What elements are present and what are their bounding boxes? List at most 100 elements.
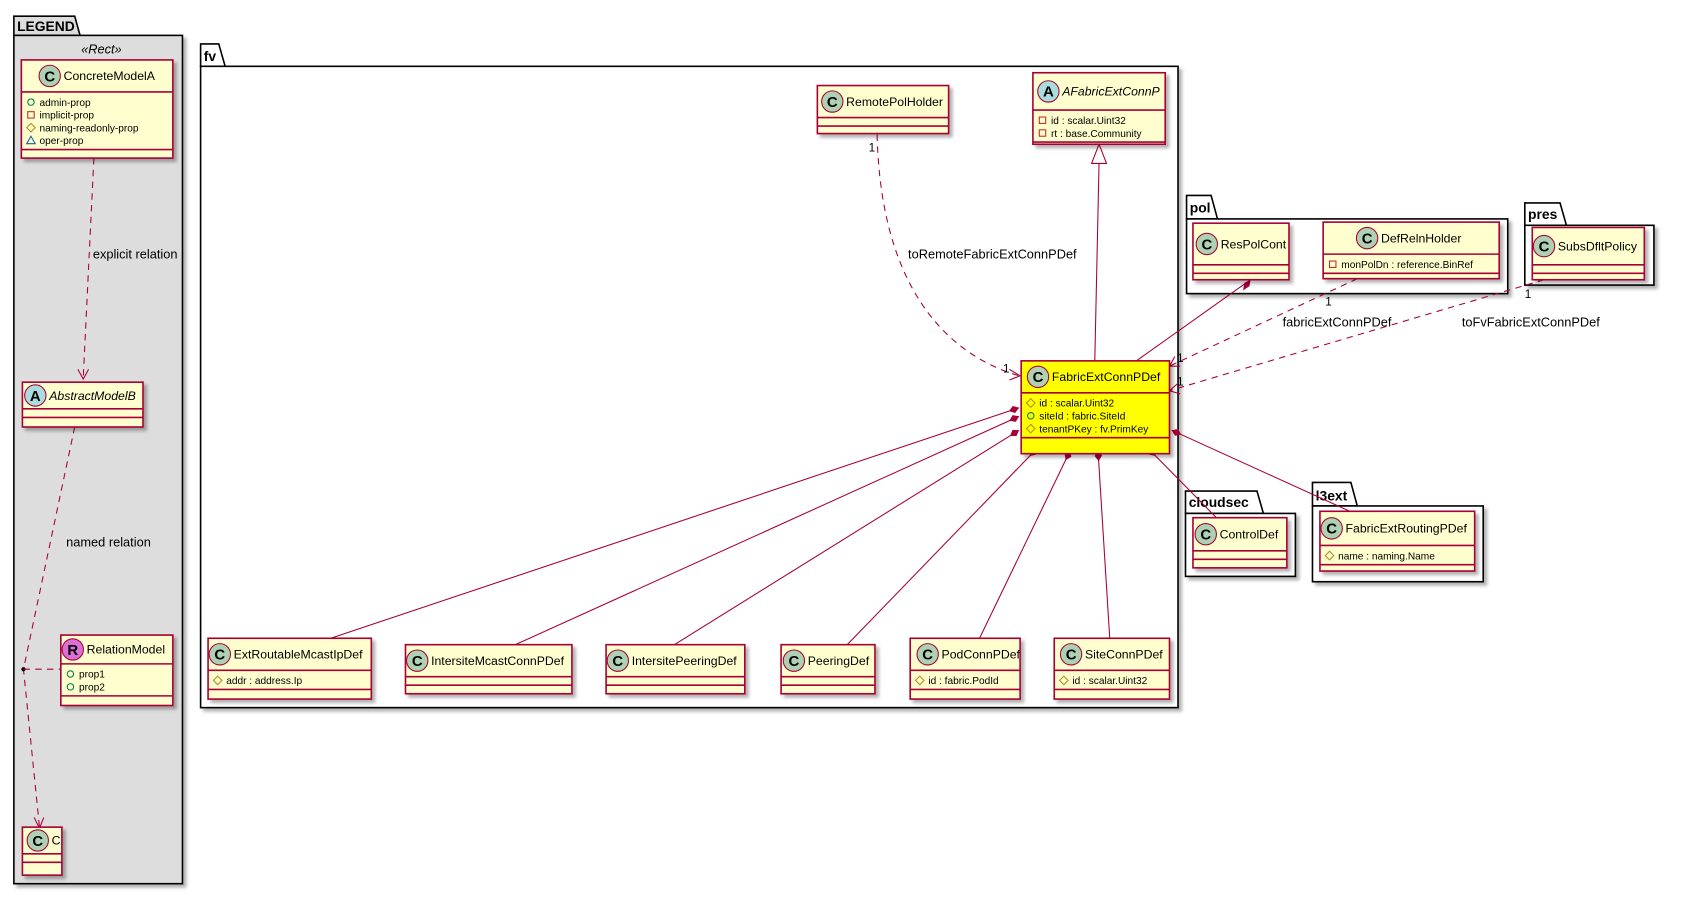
public-visibility-icon (27, 98, 35, 106)
protected-visibility-icon (212, 675, 223, 686)
composition-diamond (1009, 415, 1020, 422)
multiplicity: 1 (1325, 295, 1332, 308)
composition-line (674, 429, 1020, 646)
relation-label: named relation (66, 535, 151, 550)
class-attribute: name : naming.Name (1338, 551, 1435, 562)
class-attribute: tenantPKey : fv.PrimKey (1039, 424, 1149, 435)
class-badge-icon: C (1320, 517, 1343, 540)
class-attribute: naming-readonly-prop (39, 123, 138, 134)
class-attribute: admin-prop (39, 98, 91, 109)
class-attribute: implicit-prop (39, 111, 94, 122)
package-title: cloudsec (1189, 494, 1249, 510)
package-title: pol (1190, 200, 1211, 216)
multiplicity: 1 (1525, 288, 1532, 301)
remote-relation-line (876, 134, 1020, 377)
class-name: PodConnPDef (942, 648, 1021, 662)
class-name: FabricExtRoutingPDef (1346, 522, 1468, 536)
class-badge-icon: C (606, 649, 630, 672)
subs-relation-line (1169, 279, 1545, 392)
class-name: SubsDfltPolicy (1558, 239, 1638, 253)
svg-text:C: C (214, 647, 225, 664)
package-title: pres (1528, 206, 1558, 222)
composition-line (515, 415, 1020, 646)
svg-text:C: C (1326, 521, 1337, 538)
class-name: IntersiteMcastConnPDef (431, 654, 565, 668)
package-title: LEGEND (17, 18, 75, 34)
class-badge-icon: C (1355, 226, 1379, 250)
composition-line (1147, 447, 1217, 519)
class-intersitemcastconnpdef[interactable]: C IntersiteMcastConnPDef (404, 643, 573, 695)
protected-visibility-icon (1025, 423, 1036, 434)
class-attribute: siteId : fabric.SiteId (1039, 412, 1125, 423)
composition-line (1136, 279, 1251, 362)
svg-text:A: A (1043, 84, 1054, 101)
protected-visibility-icon (25, 122, 36, 133)
class-attribute: id : scalar.Uint32 (1072, 676, 1147, 687)
composition-line (330, 407, 1020, 639)
svg-text:A: A (30, 388, 41, 405)
composition-diamond (1171, 429, 1182, 436)
class-attribute: addr : address.Ip (226, 676, 302, 687)
relation-label: toFvFabricExtConnPDef (1462, 315, 1600, 330)
class-attribute: id : fabric.PodId (928, 676, 998, 687)
class-badge-icon: C (1195, 232, 1219, 256)
class-fabricextroutingpdef[interactable]: C FabricExtRoutingPDef name : naming.Name (1319, 510, 1476, 572)
composition-diamond (1009, 429, 1020, 437)
private-visibility-icon (1329, 260, 1337, 269)
private-visibility-icon (1038, 129, 1047, 137)
class-badge-icon: C (821, 90, 844, 113)
protected-visibility-icon (1025, 397, 1036, 409)
composition-diamond (1243, 279, 1251, 291)
class-name: RemotePolHolder (846, 95, 943, 109)
relation-label: fabricExtConnPDef (1283, 315, 1392, 330)
svg-text:C: C (612, 653, 623, 670)
class-attribute: oper-prop (39, 136, 83, 147)
relation-label: toRemoteFabricExtConnPDef (908, 246, 1077, 261)
class-attribute: id : scalar.Uint32 (1051, 116, 1126, 127)
svg-text:C: C (1066, 647, 1077, 664)
svg-text:C: C (788, 653, 799, 670)
class-badge-icon: C (26, 829, 49, 852)
class-badge-icon: C (406, 649, 429, 672)
arrow-head (77, 369, 90, 381)
protected-visibility-icon (1058, 675, 1069, 686)
class-name: FabricExtConnPDef (1052, 370, 1161, 384)
class-name: ResPolCont (1221, 237, 1287, 251)
class-badge-icon: C (916, 643, 939, 666)
class-badge-icon: C (1059, 643, 1083, 666)
svg-text:C: C (1033, 369, 1044, 386)
class-name: C (52, 834, 61, 848)
relations: explicit relation named relation 1 1 toR… (21, 134, 1600, 830)
generalization-line (1094, 162, 1100, 361)
class-badge-icon: C (1532, 234, 1556, 258)
composition-line (979, 450, 1071, 639)
svg-text:C: C (1362, 230, 1373, 247)
class-badge-icon: C (38, 64, 61, 88)
protected-visibility-icon (1324, 550, 1335, 561)
class-badge-icon: C (208, 643, 232, 666)
class-badge-icon: C (1026, 365, 1050, 389)
class-attribute: rt : base.Community (1051, 129, 1143, 140)
class-attribute: monPolDn : reference.BinRef (1341, 260, 1473, 271)
svg-text:C: C (412, 653, 423, 670)
protected-visibility-icon (914, 675, 925, 686)
class-attribute: prop1 (79, 670, 105, 681)
public-visibility-icon (66, 683, 75, 691)
